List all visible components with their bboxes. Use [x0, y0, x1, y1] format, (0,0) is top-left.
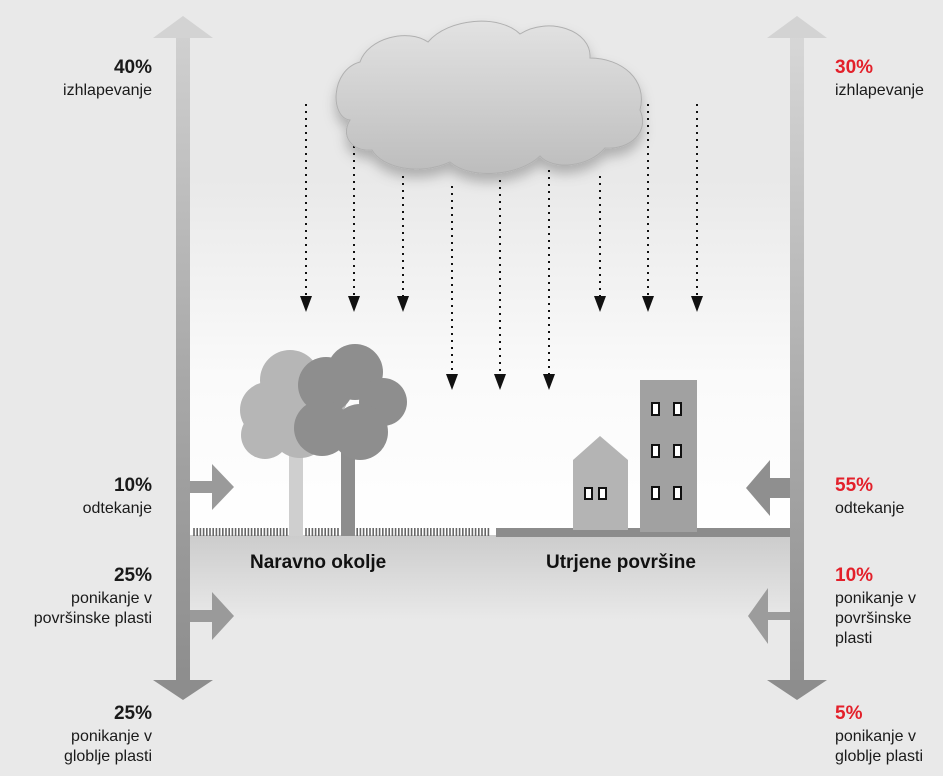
building-icon: [640, 380, 697, 532]
right-runoff-pct: 55%: [835, 475, 874, 496]
left-deep-infiltration-label: 25% ponikanje v globlje plasti: [64, 702, 152, 767]
right-deep-text-2: globlje plasti: [835, 747, 924, 765]
left-deep-text-1: ponikanje v: [71, 727, 152, 745]
house-icon: [573, 436, 628, 530]
right-evaporation-text: izhlapevanje: [835, 81, 924, 99]
right-shallow-infiltration-label: 10% ponikanje v površinske plasti: [835, 564, 916, 649]
left-runoff-text: odtekanje: [82, 499, 152, 517]
left-runoff-label: 10% odtekanje: [83, 474, 152, 519]
right-deep-text-1: ponikanje v: [835, 727, 916, 745]
left-evaporation-label: 40% izhlapevanje: [63, 56, 152, 101]
left-deep-pct: 25%: [113, 703, 152, 724]
right-runoff-label: 55% odtekanje: [835, 474, 904, 519]
right-shallow-text-2: površinske: [835, 609, 912, 627]
right-deep-pct: 5%: [835, 703, 863, 724]
right-deep-infiltration-label: 5% ponikanje v globlje plasti: [835, 702, 923, 767]
left-evaporation-arrow: [153, 16, 213, 700]
right-shallow-pct: 10%: [835, 565, 874, 586]
left-runoff-arrow: [190, 464, 234, 510]
left-deep-text-2: globlje plasti: [63, 747, 152, 765]
right-shallow-text-3: plasti: [835, 629, 873, 647]
paved-surfaces-label: Utrjene površine: [546, 552, 696, 573]
left-evaporation-pct: 40%: [113, 57, 152, 78]
left-shallow-pct: 25%: [113, 565, 152, 586]
paved-surface: [496, 528, 790, 537]
left-infiltration-arrow: [190, 592, 234, 640]
left-evaporation-text: izhlapevanje: [63, 81, 152, 99]
left-shallow-infiltration-label: 25% ponikanje v površinske plasti: [34, 564, 152, 629]
cloud-icon: [335, 20, 643, 174]
left-runoff-pct: 10%: [113, 475, 152, 496]
natural-environment-label: Naravno okolje: [250, 552, 387, 573]
right-runoff-text: odtekanje: [835, 499, 905, 517]
right-evaporation-arrow: [767, 16, 827, 700]
grass-strip: [193, 528, 490, 536]
left-shallow-text-1: ponikanje v: [71, 589, 152, 607]
right-runoff-arrow: [746, 460, 790, 516]
tree-icon: [240, 344, 407, 536]
left-shallow-text-2: površinske plasti: [33, 609, 152, 627]
right-shallow-text-1: ponikanje v: [835, 589, 916, 607]
right-evaporation-pct: 30%: [835, 57, 874, 78]
right-evaporation-label: 30% izhlapevanje: [835, 56, 924, 101]
right-infiltration-arrow: [748, 588, 790, 644]
rain-drop-arrows: [300, 104, 703, 390]
ground-area: [190, 535, 790, 620]
